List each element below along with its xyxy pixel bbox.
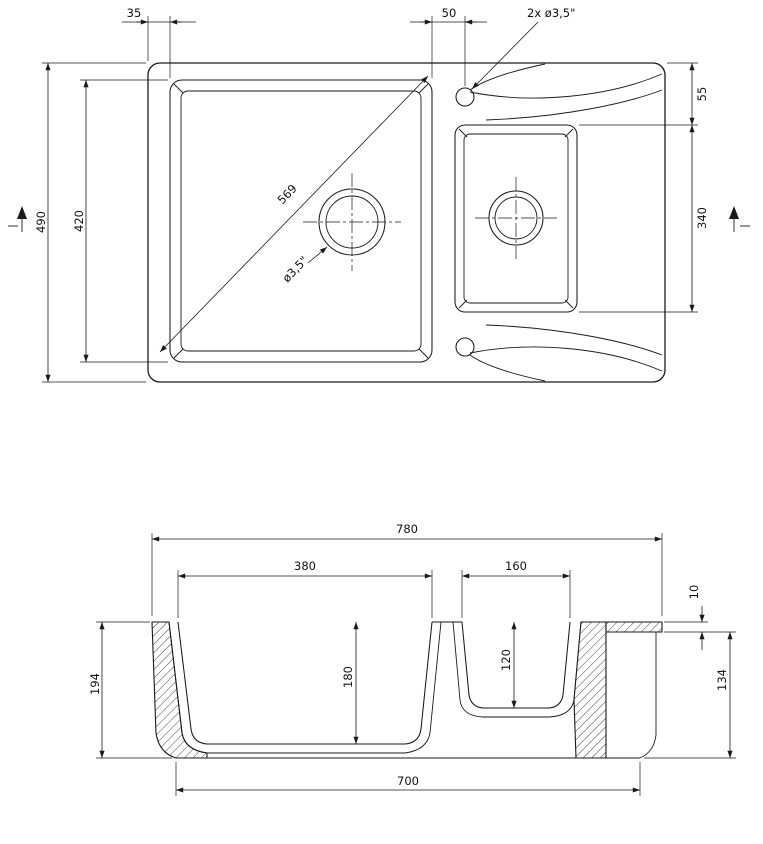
dim-490-group: 490 — [34, 62, 146, 383]
main-bowl-inner-profile — [177, 621, 433, 745]
tap-holes-callout: 2x ø3,5" — [471, 6, 575, 90]
section-right-deck-cut — [605, 621, 663, 633]
dim-offset-left: 35 — [127, 6, 142, 20]
small-bowl-outer-profile — [452, 621, 582, 718]
dim-700-group: 700 — [175, 762, 641, 796]
dim-edge-height: 134 — [715, 669, 729, 691]
tap-hole-top — [455, 87, 475, 107]
dim-overall-depth: 490 — [34, 211, 48, 233]
drainer-grooves — [469, 63, 663, 382]
dim-780-group: 780 — [151, 522, 663, 616]
dim-420-group: 420 — [72, 79, 168, 363]
dim-overall-width: 780 — [396, 522, 418, 536]
sink-outline — [147, 62, 666, 383]
dim-small-bowl-length: 340 — [695, 207, 709, 229]
dim-160-group: 160 — [461, 559, 571, 618]
main-bowl-outer — [169, 79, 433, 363]
main-bowl-outer-profile — [168, 621, 442, 754]
section-direction-marker-right — [729, 206, 750, 232]
dim-overall-height: 194 — [88, 673, 102, 695]
small-drain — [475, 177, 557, 259]
dim-small-bowl-depth: 120 — [499, 649, 513, 671]
small-bowl-inner-profile — [461, 621, 571, 709]
dim-drain-label: ø3,5" — [279, 253, 310, 285]
dim-edge-step: 10 — [687, 585, 701, 600]
small-bowl-inner-rim — [463, 133, 569, 304]
section-left-wall-cut — [151, 621, 208, 759]
tap-hole-bottom — [455, 337, 475, 357]
drain-leader-line — [307, 246, 328, 264]
dim-tap-offset: 50 — [442, 6, 457, 20]
dim-bowl-diagonal: 569 — [274, 181, 299, 207]
section-direction-marker-left — [8, 206, 27, 232]
section-right-wall-cut — [573, 621, 607, 759]
dim-55-340-group: 55 340 — [579, 62, 709, 313]
dim-small-bowl-width: 160 — [505, 559, 527, 573]
dim-tap-holes-label: 2x ø3,5" — [527, 6, 575, 20]
dim-main-bowl-width: 380 — [294, 559, 316, 573]
small-bowl-outer — [454, 124, 578, 313]
dim-194-group: 194 — [88, 621, 172, 759]
dim-180-group: 180 — [341, 622, 359, 744]
main-bowl-corner-chamfers — [173, 83, 429, 359]
dim-bowl-depth: 420 — [72, 210, 86, 232]
sink-top-view: 569 ø3,5" 490 420 35 — [8, 6, 750, 383]
dim-35-group: 35 — [122, 6, 196, 78]
right-outer-shell — [639, 632, 657, 759]
dim-50-group: 50 — [410, 6, 487, 86]
dim-134-group: 134 — [644, 632, 736, 759]
dim-edge-top: 55 — [695, 87, 709, 102]
sink-section-view: 780 380 160 10 134 — [88, 522, 736, 796]
main-drain — [303, 173, 401, 271]
dim-line-diagonal — [159, 75, 429, 353]
dim-main-bowl-depth: 180 — [341, 666, 355, 688]
dim-10-group: 10 — [664, 585, 736, 650]
small-bowl-corner-chamfers — [458, 128, 574, 309]
dim-base-width: 700 — [397, 774, 419, 788]
dim-380-group: 380 — [177, 559, 433, 618]
dim-120-group: 120 — [499, 622, 517, 708]
